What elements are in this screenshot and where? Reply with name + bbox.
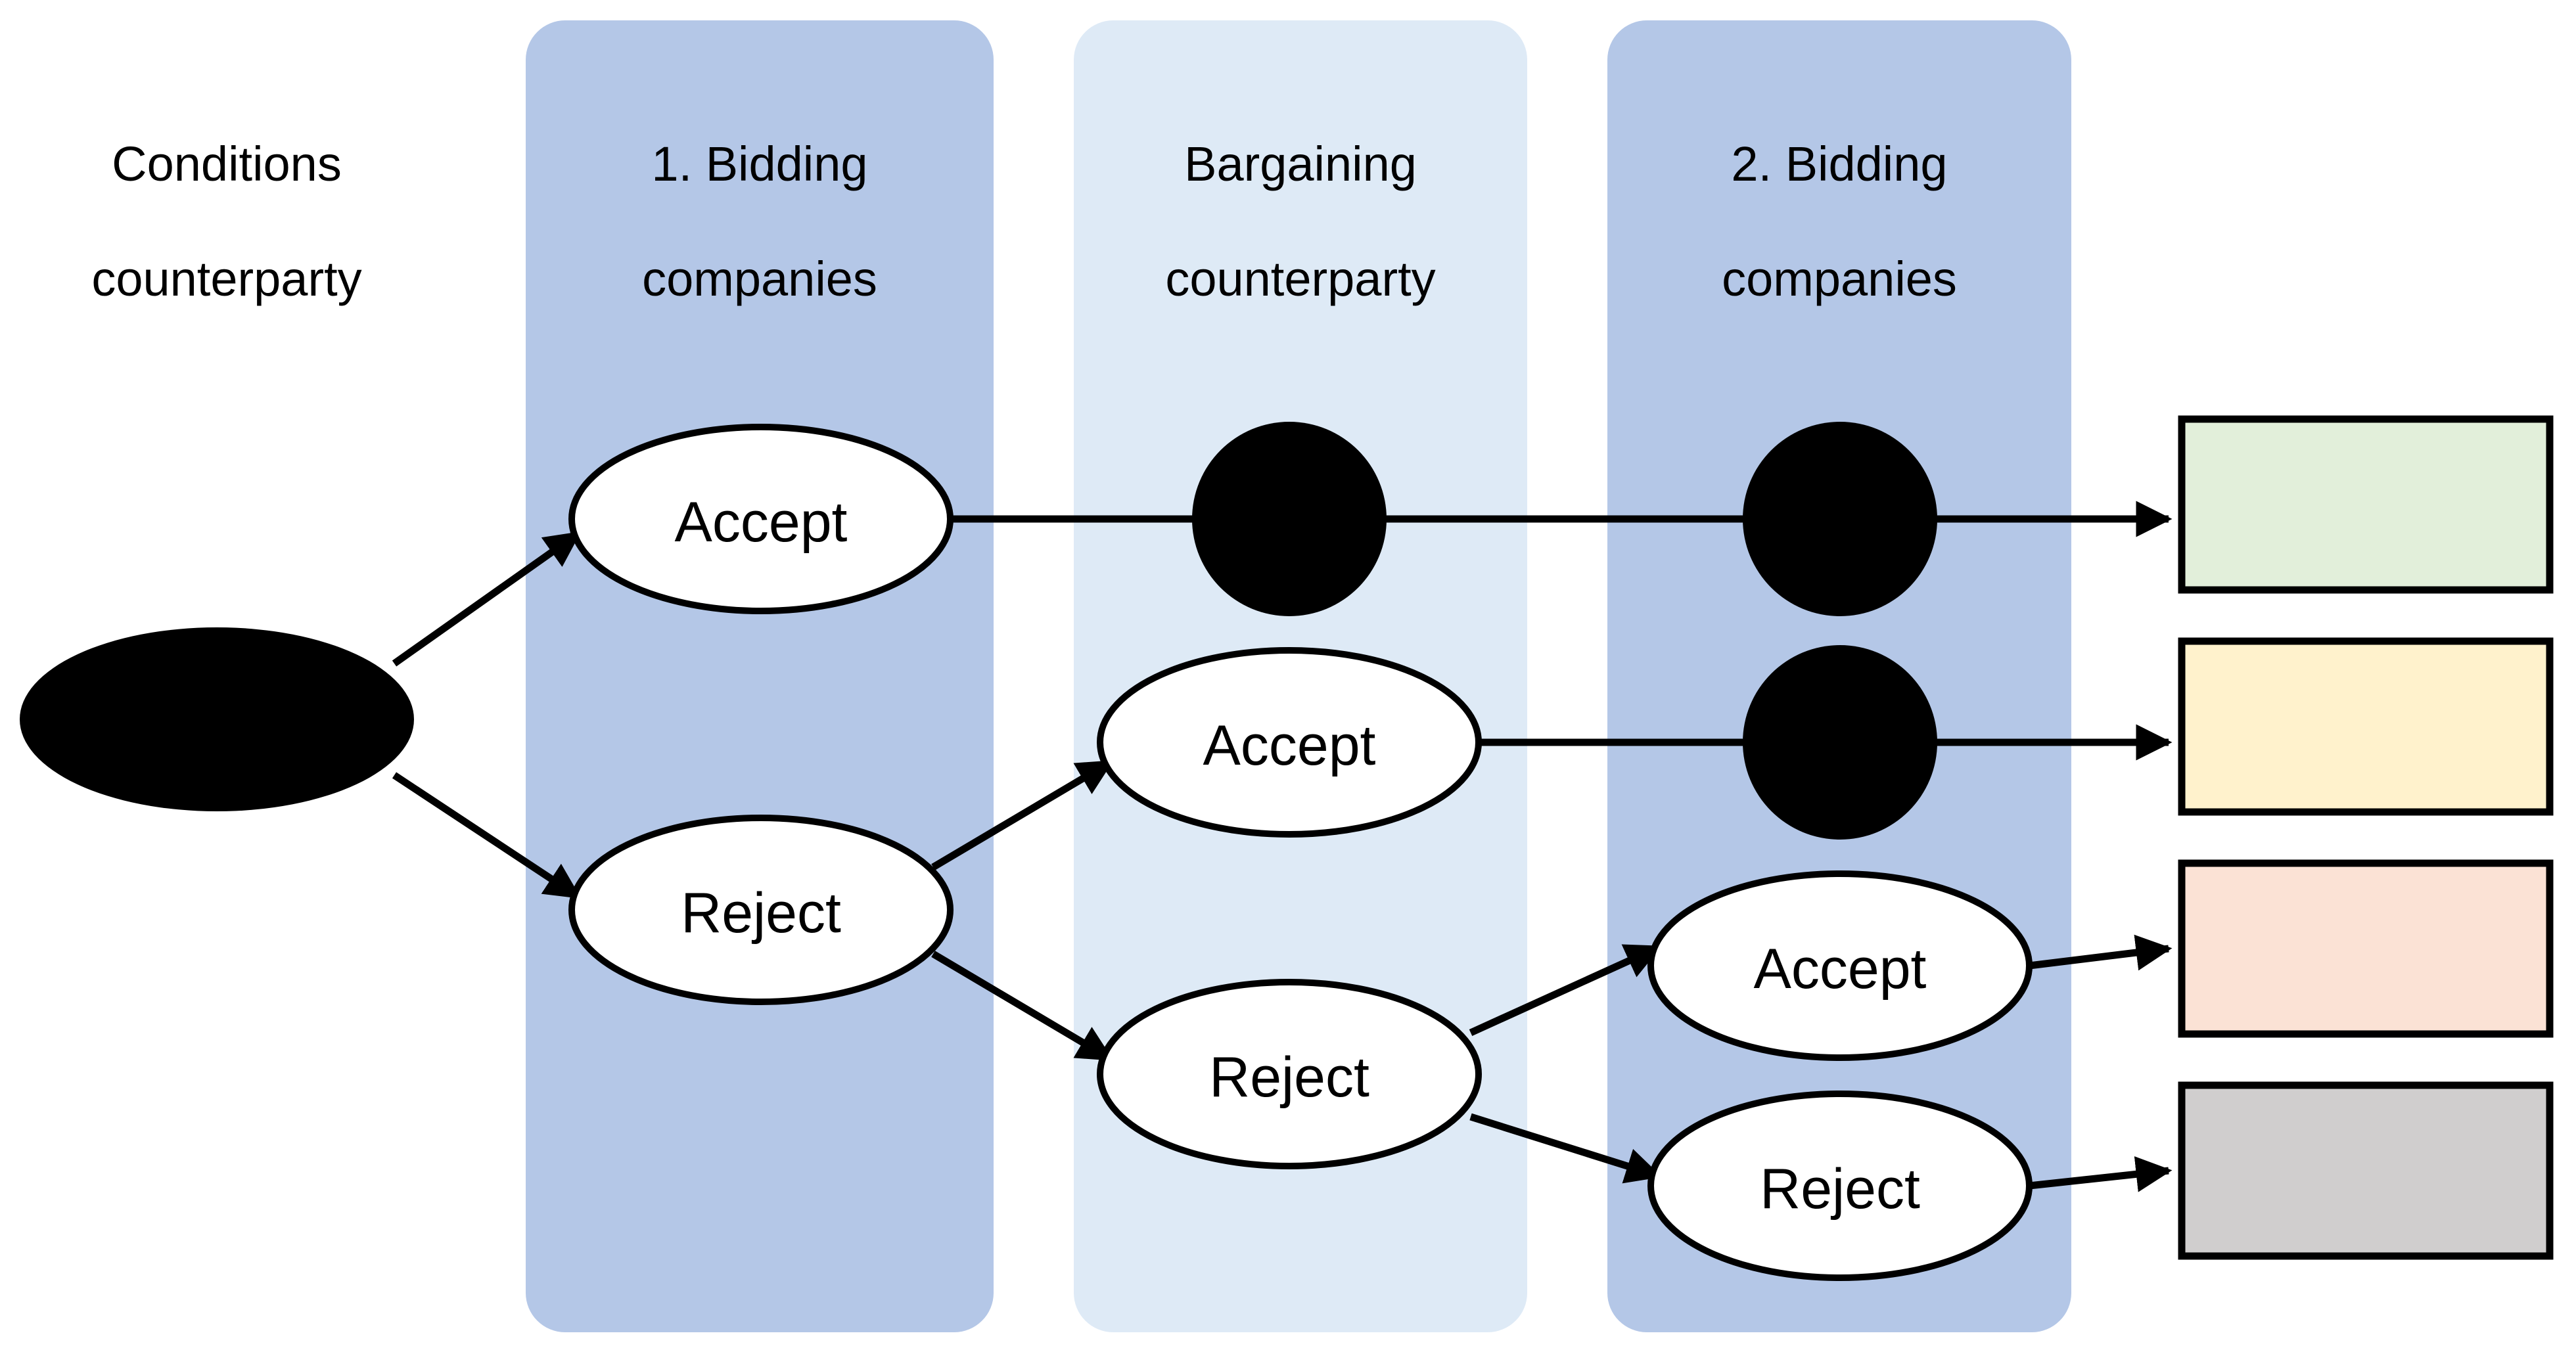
column-label-bidding-companies-1-line1: 1. Bidding (651, 137, 867, 191)
node-b1-reject-label: Reject (681, 882, 841, 945)
node-bc-accept[interactable] (1097, 647, 1482, 838)
edge-b2-accept-to-outcome-3 (2029, 934, 2173, 971)
outcome-box-4[interactable] (2178, 1081, 2554, 1260)
node-b1-reject[interactable] (568, 815, 954, 1005)
node-b2-reject[interactable] (1647, 1091, 2033, 1281)
node-b2-accept[interactable] (1647, 870, 2033, 1061)
node-bc-reject-label: Reject (1209, 1046, 1369, 1109)
node-b2-terminal-1[interactable] (1743, 422, 1937, 616)
outcome-box-1[interactable] (2178, 415, 2554, 594)
edge-root-to-b1-reject (392, 772, 582, 900)
column-label-conditions-counterparty-line2: counterparty (91, 252, 361, 306)
node-root-conditions-counterparty[interactable] (20, 627, 414, 811)
column-label-conditions-counterparty-line1: Conditions (112, 137, 342, 191)
column-label-bidding-companies-2-line2: companies (1722, 252, 1957, 306)
node-bc-reject[interactable] (1097, 979, 1482, 1169)
node-b2-accept-label: Accept (1754, 937, 1927, 1001)
node-bc-accept-label: Accept (1203, 714, 1376, 777)
edge-bc-reject-to-b2-reject (1469, 1113, 1663, 1184)
edge-b1-reject-to-bc-accept (931, 759, 1114, 870)
edge-bc-reject-to-b2-accept (1469, 943, 1663, 1037)
outcome-box-3[interactable] (2178, 859, 2554, 1038)
outcome-box-2[interactable] (2178, 637, 2554, 816)
node-b1-accept-label: Accept (675, 491, 848, 554)
column-label-bargaining-counterparty-line1: Bargaining (1184, 137, 1417, 191)
band-bidding-companies-1 (526, 20, 994, 1332)
node-bc-terminal-1[interactable] (1192, 422, 1387, 616)
column-label-bargaining-counterparty-line2: counterparty (1165, 252, 1435, 306)
edge-root-to-b1-accept (392, 530, 582, 667)
edge-b1-reject-to-bc-reject (931, 951, 1114, 1062)
node-b2-reject-label: Reject (1760, 1158, 1920, 1221)
column-label-bidding-companies-2-line1: 2. Bidding (1731, 137, 1947, 191)
node-b1-accept[interactable] (568, 424, 954, 614)
column-label-bidding-companies-1-line2: companies (642, 252, 877, 306)
edge-b2-reject-to-outcome-4 (2029, 1156, 2173, 1192)
node-b2-terminal-2[interactable] (1743, 645, 1937, 840)
